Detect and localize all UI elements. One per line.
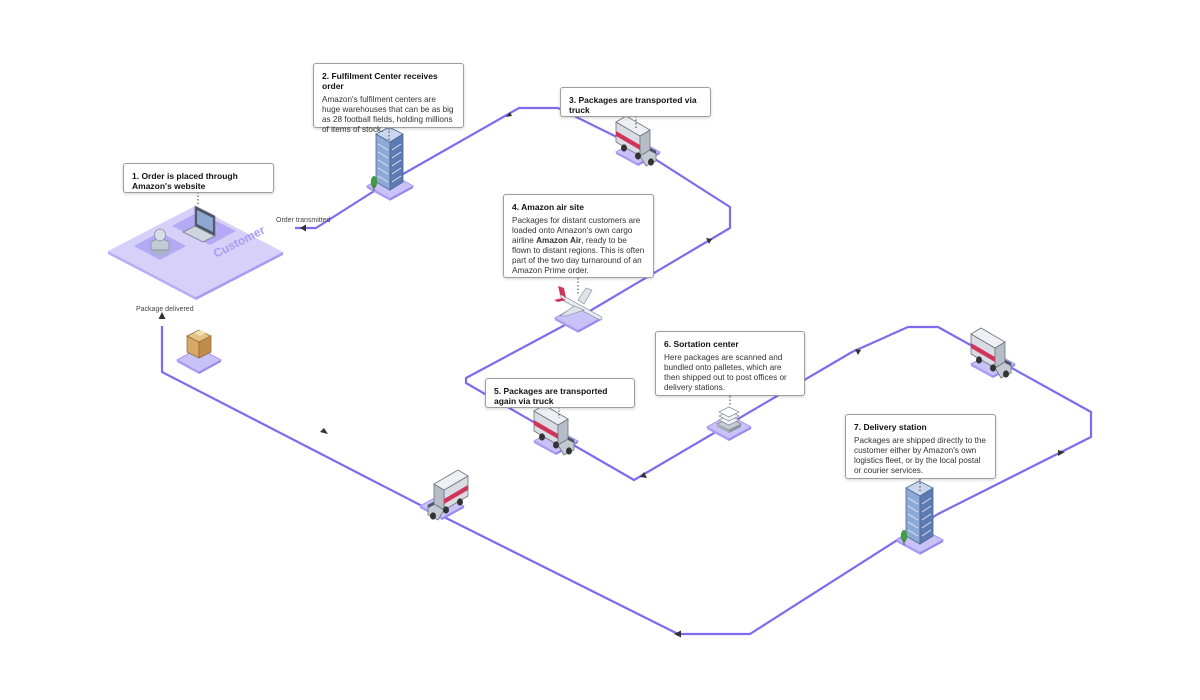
callout-step-3: 3. Packages are transported via truck [560, 87, 711, 117]
arrow-up [158, 312, 166, 319]
truck-icon-step-5 [533, 404, 579, 456]
truck-icon-route [970, 327, 1016, 379]
delivery-station-building-icon [896, 480, 944, 556]
user-icon [150, 228, 170, 255]
order-transmitted-label: Order transmitted [276, 217, 331, 224]
truck-icon-step-3 [615, 115, 661, 167]
package-box-icon [176, 329, 222, 375]
airplane-icon [554, 286, 603, 334]
step-4-body-start: Packages for distant customers are loade… [512, 216, 641, 245]
step-7-title: 7. Delivery station [854, 422, 927, 432]
step-6-title: 6. Sortation center [664, 339, 739, 349]
step-6-body: Here packages are scanned and bundled on… [664, 353, 787, 392]
flow-line [160, 106, 1093, 636]
callout-step-1: 1. Order is placed through Amazon's webs… [123, 163, 274, 193]
step-7-body: Packages are shipped directly to the cus… [854, 436, 986, 475]
step-2-title: 2. Fulfilment Center receives order [322, 71, 438, 91]
flow-arrows [158, 112, 1065, 638]
callout-step-7: 7. Delivery station Packages are shipped… [845, 414, 996, 479]
callout-connectors [197, 116, 921, 493]
step-4-title: 4. Amazon air site [512, 202, 584, 212]
laptop-icon [182, 205, 216, 243]
pallet-icon [706, 406, 752, 442]
callout-step-4: 4. Amazon air site Packages for distant … [503, 194, 654, 278]
fulfilment-center-building-icon [366, 126, 414, 202]
step-1-title: 1. Order is placed through Amazon's webs… [132, 171, 238, 191]
step-4-body-end: , ready to be flown to distant regions. … [512, 236, 645, 275]
delivery-truck-icon [419, 469, 469, 521]
callout-step-2: 2. Fulfilment Center receives order Amaz… [313, 63, 464, 134]
step-4-body-bold: Amazon Air [536, 236, 582, 245]
step-2-body: Amazon's fulfilment centers are huge war… [322, 95, 454, 134]
callout-step-5: 5. Packages are transported again via tr… [485, 378, 635, 408]
step-4-body: Packages for distant customers are loade… [512, 216, 645, 276]
step-3-title: 3. Packages are transported via truck [569, 95, 697, 115]
step-5-title: 5. Packages are transported again via tr… [494, 386, 608, 406]
package-delivered-label: Package delivered [136, 306, 194, 313]
callout-step-6: 6. Sortation center Here packages are sc… [655, 331, 805, 396]
